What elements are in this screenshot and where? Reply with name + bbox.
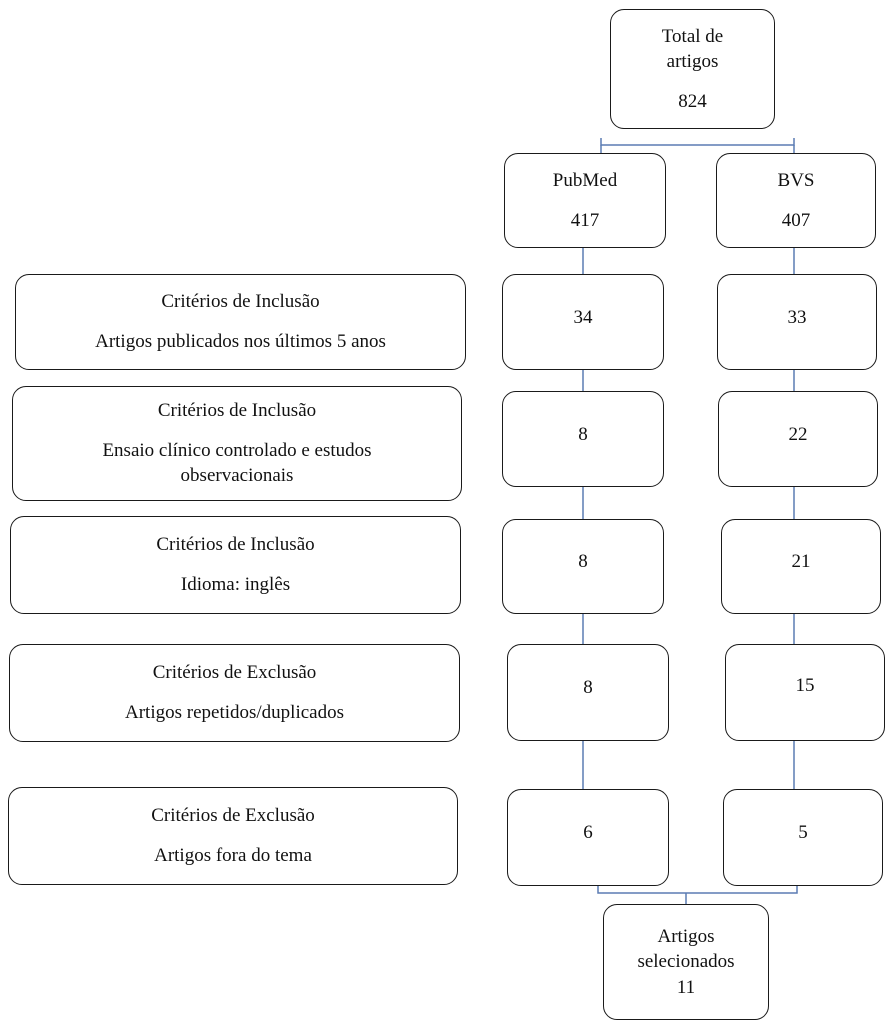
- criteria-box-1: Critérios de Inclusão Artigos publicados…: [15, 274, 466, 370]
- result-value: 11: [676, 976, 696, 998]
- pubmed-source-box: PubMed 417: [504, 153, 666, 248]
- total-label-line1: Total de: [661, 25, 724, 47]
- criteria-box-4: Critérios de Exclusão Artigos repetidos/…: [9, 644, 460, 742]
- pubmed-count-box-3: 8: [502, 519, 664, 614]
- bvs-count: 33: [787, 307, 807, 328]
- criteria-heading: Critérios de Exclusão: [152, 662, 317, 684]
- pubmed-count-box-4: 8: [507, 644, 669, 741]
- criteria-description-line2: observacionais: [180, 465, 294, 487]
- connector-total-to-sources: [600, 138, 795, 146]
- total-value: 824: [678, 90, 707, 112]
- connector-to-result: [597, 886, 798, 894]
- pubmed-count-box-5: 6: [507, 789, 669, 886]
- criteria-description: Artigos publicados nos últimos 5 anos: [95, 331, 386, 352]
- selected-articles-box: Artigos selecionados 11: [603, 904, 769, 1020]
- criteria-box-3: Critérios de Inclusão Idioma: inglês: [10, 516, 461, 614]
- criteria-heading: Critérios de Inclusão: [156, 534, 315, 556]
- bvs-count-box-3: 21: [721, 519, 881, 614]
- bvs-count: 22: [788, 424, 808, 445]
- pubmed-count: 8: [578, 424, 588, 445]
- pubmed-source-value: 417: [570, 209, 600, 231]
- bvs-count-box-2: 22: [718, 391, 878, 487]
- pubmed-count: 6: [583, 822, 593, 843]
- pubmed-source-name: PubMed: [552, 169, 618, 191]
- bvs-count-box-4: 15: [725, 644, 885, 741]
- criteria-description: Artigos fora do tema: [154, 845, 312, 866]
- bvs-count-box-5: 5: [723, 789, 883, 886]
- criteria-heading: Critérios de Inclusão: [157, 400, 317, 422]
- pubmed-count-box-2: 8: [502, 391, 664, 487]
- result-label-line1: Artigos: [657, 925, 715, 947]
- pubmed-count: 8: [583, 677, 593, 698]
- total-label-line2: artigos: [666, 51, 719, 73]
- bvs-count: 21: [791, 551, 811, 572]
- bvs-count-box-1: 33: [717, 274, 877, 370]
- criteria-box-5: Critérios de Exclusão Artigos fora do te…: [8, 787, 458, 885]
- criteria-heading: Critérios de Exclusão: [151, 805, 315, 827]
- criteria-description-line1: Ensaio clínico controlado e estudos: [102, 439, 372, 461]
- pubmed-count-box-1: 34: [502, 274, 664, 370]
- bvs-count: 15: [795, 675, 815, 696]
- pubmed-count: 8: [578, 551, 588, 572]
- criteria-description: Artigos repetidos/duplicados: [125, 702, 344, 723]
- bvs-count: 5: [798, 822, 808, 843]
- criteria-heading: Critérios de Inclusão: [161, 291, 320, 313]
- pubmed-count: 34: [573, 307, 593, 328]
- bvs-source-value: 407: [781, 209, 811, 231]
- bvs-source-box: BVS 407: [716, 153, 876, 248]
- total-articles-box: Total de artigos 824: [610, 9, 775, 129]
- criteria-description: Idioma: inglês: [180, 574, 291, 595]
- result-label-line2: selecionados: [637, 951, 735, 973]
- criteria-box-2: Critérios de Inclusão Ensaio clínico con…: [12, 386, 462, 501]
- bvs-source-name: BVS: [777, 169, 815, 191]
